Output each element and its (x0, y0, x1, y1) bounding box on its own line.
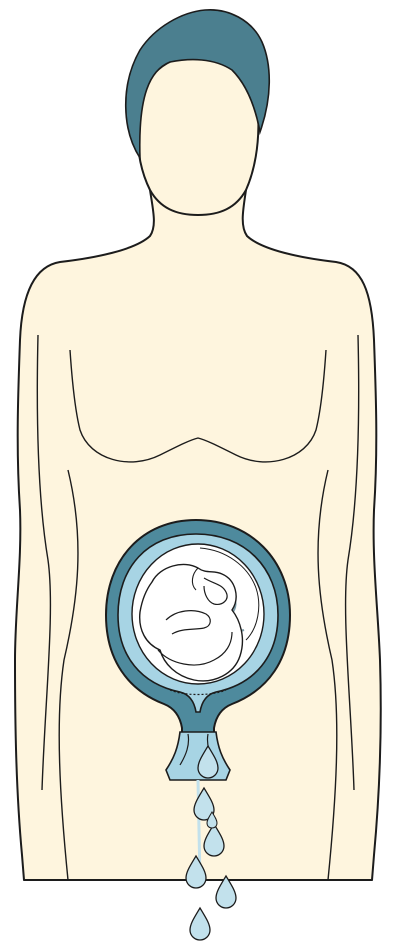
water-drop-icon (190, 908, 210, 940)
